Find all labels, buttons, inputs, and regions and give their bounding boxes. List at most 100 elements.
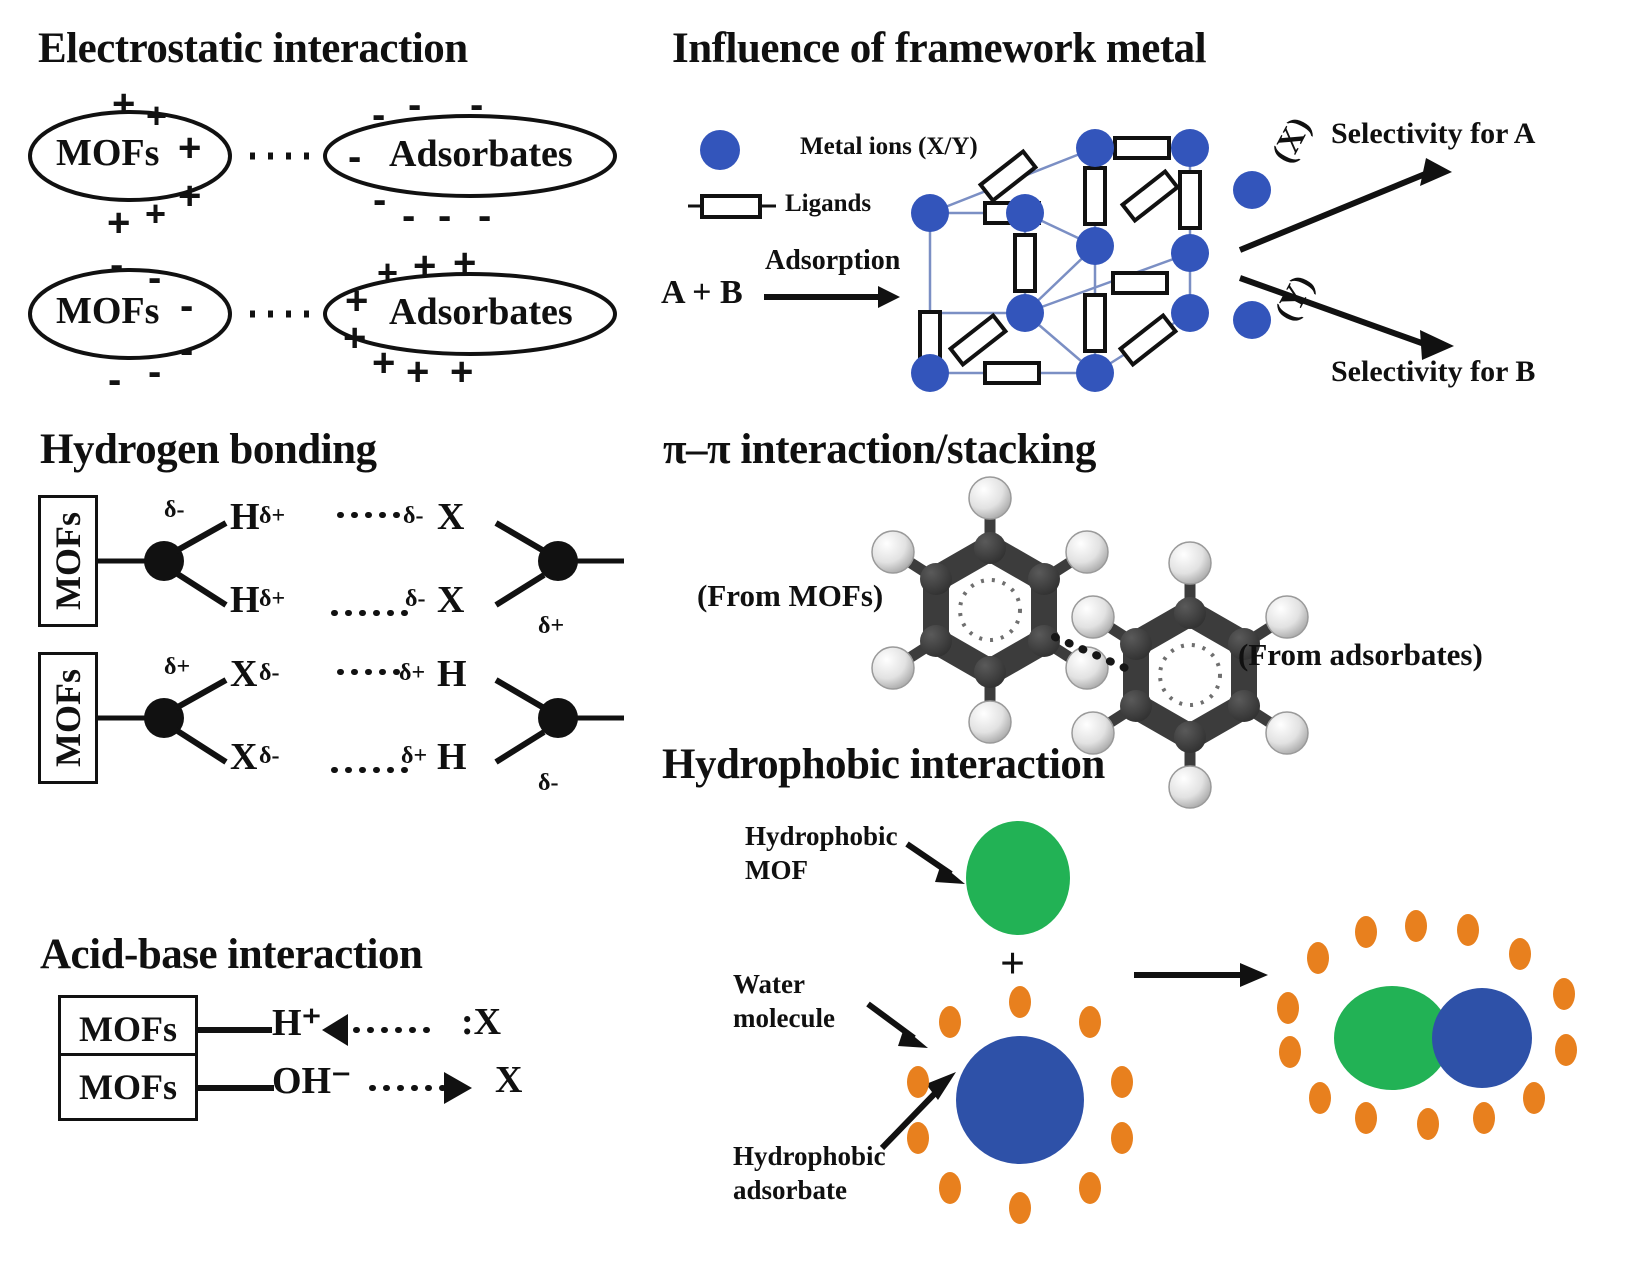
hbond-row2-acceptor-bottom-charge: δ+ bbox=[401, 743, 428, 769]
hbond-row2-donor-top-charge: δ- bbox=[259, 660, 280, 686]
charge-plus: + bbox=[146, 95, 168, 136]
electrostatic-section-title: Electrostatic interaction bbox=[38, 25, 468, 72]
electrostatic-row-1-mofs-label: MOFs bbox=[56, 132, 160, 174]
charge-minus: - bbox=[372, 93, 386, 137]
hbond-row1-mofs-box: MOFs bbox=[38, 495, 98, 627]
charge-plus: + bbox=[413, 244, 437, 288]
hbond-row2-node-charge: δ+ bbox=[164, 654, 191, 680]
hbond-row2-right-node-charge: δ- bbox=[538, 770, 559, 796]
hbond-row2-donor-top: X bbox=[230, 653, 258, 695]
charge-plus: + bbox=[178, 126, 202, 170]
hbond-row2-acceptor-top-charge: δ+ bbox=[399, 660, 426, 686]
acidbase-row1-mofs-box: MOFs bbox=[58, 995, 198, 1063]
framework-adsorption-label: Adsorption bbox=[765, 245, 901, 276]
hydrophobic-mof-callout-arrow-icon bbox=[905, 841, 965, 884]
charge-minus: - bbox=[373, 178, 387, 222]
charge-minus: - bbox=[438, 194, 452, 238]
hbond-row2-donor-bottom: X bbox=[230, 736, 258, 778]
hydrophobic-mof-particle bbox=[966, 821, 1070, 935]
electrostatic-row-1-diagram bbox=[28, 110, 617, 202]
charge-plus: + bbox=[107, 201, 131, 245]
hbond-row2-acceptor-bottom: H bbox=[437, 736, 467, 778]
hbond-row2-diagram bbox=[98, 669, 624, 773]
legend-ligands-label: Ligands bbox=[785, 190, 872, 217]
adsorption-arrow-icon bbox=[764, 286, 900, 308]
charge-plus: + bbox=[345, 279, 369, 323]
hbond-row1-donor-top: H bbox=[230, 496, 260, 538]
hbond-row2-mofs-box: MOFs bbox=[38, 652, 98, 784]
acidbase-row2-partner: X bbox=[495, 1059, 523, 1101]
acidbase-row1-connector bbox=[198, 1014, 443, 1046]
hbond-row1-acceptor-top: X bbox=[437, 496, 465, 538]
hydrogen-bonding-section-title: Hydrogen bonding bbox=[40, 426, 377, 473]
pi-stacking-from-mofs-caption: (From MOFs) bbox=[697, 578, 884, 613]
water-molecule-callout-line1: Water bbox=[733, 969, 805, 999]
charge-plus: + bbox=[112, 82, 136, 126]
electrostatic-row-2-diagram bbox=[28, 268, 617, 360]
hydrophobic-adsorbate-callout-line1: Hydrophobic bbox=[733, 1141, 886, 1171]
framework-reactants-label: A + B bbox=[661, 274, 743, 311]
hydrophobic-reaction-arrow-icon bbox=[1134, 963, 1268, 987]
solvated-adsorbate-particle bbox=[907, 986, 1133, 1224]
charge-plus: + bbox=[145, 193, 167, 234]
hbond-row1-right-node-charge: δ+ bbox=[538, 613, 565, 639]
charge-plus: + bbox=[453, 241, 477, 285]
charge-plus: + bbox=[372, 341, 396, 385]
selectivity-a-arrow-icon bbox=[1233, 158, 1452, 253]
mof-framework-cube bbox=[911, 129, 1209, 392]
electrostatic-row-2-adsorbates-label: Adsorbates bbox=[389, 291, 573, 333]
charge-minus: - bbox=[402, 194, 416, 238]
legend-metal-ions-label: Metal ions (X/Y) bbox=[800, 133, 978, 160]
hbond-row1-acceptor-bottom-charge: δ- bbox=[405, 586, 426, 612]
charge-plus: + bbox=[406, 350, 430, 394]
selectivity-for-a-label: Selectivity for A bbox=[1331, 117, 1536, 150]
charge-minus: - bbox=[180, 328, 194, 372]
charge-minus: - bbox=[348, 135, 362, 179]
water-molecule-callout: Water molecule bbox=[733, 968, 835, 1036]
hydrophobic-adsorbate-callout-arrow-icon bbox=[879, 1072, 956, 1151]
hydrophobic-section-title: Hydrophobic interaction bbox=[662, 741, 1105, 788]
charge-minus: - bbox=[180, 284, 194, 328]
hydrophobic-mof-callout-line1: Hydrophobic bbox=[745, 821, 898, 851]
pi-stacking-molecules bbox=[840, 485, 1360, 735]
hbond-row1-acceptor-top-charge: δ- bbox=[403, 503, 424, 529]
water-molecule-callout-arrow-icon bbox=[866, 1001, 928, 1048]
charge-minus: - bbox=[408, 83, 422, 127]
acidbase-row2-mofs-label: MOFs bbox=[79, 1067, 177, 1107]
acidbase-row1-mofs-label: MOFs bbox=[79, 1009, 177, 1049]
acidbase-row2-group: OH⁻ bbox=[272, 1060, 352, 1102]
hbond-row1-donor-bottom-charge: δ+ bbox=[259, 586, 286, 612]
hydrophobic-mof-callout-line2: MOF bbox=[745, 854, 808, 885]
hydrophobic-adsorbate-callout: Hydrophobic adsorbate bbox=[733, 1140, 886, 1208]
hydrophobic-mof-callout: Hydrophobic MOF bbox=[745, 820, 898, 888]
acidbase-row2-mofs-box: MOFs bbox=[58, 1053, 198, 1121]
electrostatic-row-2-mofs-label: MOFs bbox=[56, 290, 160, 332]
acidbase-row2-connector bbox=[198, 1072, 472, 1104]
charge-minus: - bbox=[110, 243, 124, 287]
charge-plus: + bbox=[343, 316, 367, 360]
hydrophobic-plus-symbol: + bbox=[1000, 939, 1026, 988]
charge-plus: + bbox=[450, 350, 474, 394]
charge-minus: - bbox=[148, 256, 162, 300]
hbond-row1-donor-bottom: H bbox=[230, 579, 260, 621]
hbond-row2-donor-bottom-charge: δ- bbox=[259, 743, 280, 769]
hydrophobic-adsorbate-callout-line2: adsorbate bbox=[733, 1174, 847, 1205]
pi-stacking-section-title: π–π interaction/stacking bbox=[663, 426, 1096, 473]
hbond-row1-node-charge: δ- bbox=[164, 497, 185, 523]
hbond-row2-acceptor-top: H bbox=[437, 653, 467, 695]
acidbase-row1-group: H⁺ bbox=[272, 1002, 322, 1044]
electrostatic-row-1-adsorbates-label: Adsorbates bbox=[389, 133, 573, 175]
hbond-row2-mofs-label: MOFs bbox=[48, 669, 89, 767]
hbond-row1-donor-top-charge: δ+ bbox=[259, 503, 286, 529]
charge-minus: - bbox=[478, 194, 492, 238]
framework-legend-symbols bbox=[688, 130, 776, 219]
charge-minus: - bbox=[470, 83, 484, 127]
charge-minus: - bbox=[148, 350, 162, 394]
acid-base-section-title: Acid-base interaction bbox=[40, 931, 423, 978]
hbond-row1-mofs-label: MOFs bbox=[48, 512, 89, 610]
acidbase-row1-partner: :X bbox=[461, 1001, 502, 1043]
framework-metal-section-title: Influence of framework metal bbox=[672, 25, 1207, 72]
selectivity-b-arrow-icon bbox=[1233, 275, 1454, 360]
charge-plus: + bbox=[178, 174, 202, 218]
